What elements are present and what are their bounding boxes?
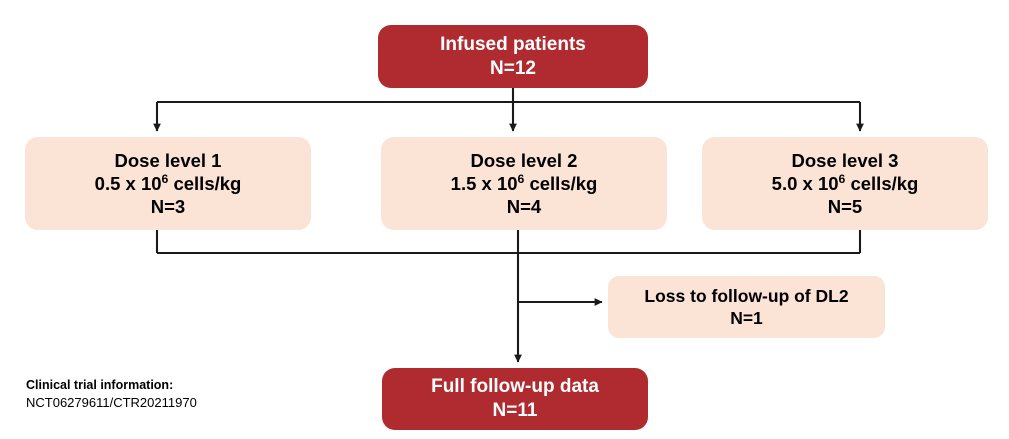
node-dose-level-3[interactable]: Dose level 3 5.0 x 106 cells/kg N=5 bbox=[702, 137, 988, 230]
node-full-follow-up-data-count: N=11 bbox=[492, 400, 538, 421]
node-dose-level-2-dose-suffix: cells/kg bbox=[524, 172, 598, 194]
node-dose-level-2-label: Dose level 2 bbox=[470, 149, 578, 171]
node-dose-level-3-dose-exponent: 6 bbox=[838, 171, 846, 186]
node-dose-level-3-label: Dose level 3 bbox=[791, 149, 899, 171]
node-dose-level-2-count: N=4 bbox=[506, 196, 542, 218]
node-dose-level-2-dose: 1.5 x 106 cells/kg bbox=[451, 172, 598, 195]
clinical-trial-information: Clinical trial information: NCT06279611/… bbox=[26, 377, 286, 411]
node-dose-level-1-dose-prefix: 0.5 x 10 bbox=[94, 172, 162, 194]
clinical-trial-registration-id: NCT06279611/CTR20211970 bbox=[26, 394, 197, 410]
node-dose-level-2-dose-prefix: 1.5 x 10 bbox=[450, 172, 518, 194]
node-infused-patients[interactable]: Infused patients N=12 bbox=[378, 25, 648, 88]
node-dose-level-3-dose: 5.0 x 106 cells/kg bbox=[772, 172, 919, 195]
node-dose-level-1[interactable]: Dose level 1 0.5 x 106 cells/kg N=3 bbox=[25, 137, 311, 230]
node-infused-patients-label: Infused patients bbox=[440, 33, 586, 55]
node-dose-level-2-dose-exponent: 6 bbox=[517, 171, 525, 186]
node-infused-patients-count: N=12 bbox=[490, 57, 536, 79]
node-dose-level-1-dose-exponent: 6 bbox=[161, 171, 169, 186]
node-loss-to-follow-up-count: N=1 bbox=[730, 308, 763, 328]
node-loss-to-follow-up[interactable]: Loss to follow-up of DL2 N=1 bbox=[608, 276, 885, 338]
node-dose-level-1-dose: 0.5 x 106 cells/kg bbox=[95, 172, 242, 195]
node-dose-level-2[interactable]: Dose level 2 1.5 x 106 cells/kg N=4 bbox=[381, 137, 667, 230]
node-dose-level-1-dose-suffix: cells/kg bbox=[168, 172, 242, 194]
node-dose-level-1-label: Dose level 1 bbox=[114, 149, 222, 171]
node-dose-level-3-count: N=5 bbox=[827, 196, 863, 218]
node-dose-level-3-dose-suffix: cells/kg bbox=[845, 172, 919, 194]
node-full-follow-up-data-label: Full follow-up data bbox=[431, 376, 599, 398]
node-dose-level-3-dose-prefix: 5.0 x 10 bbox=[771, 172, 839, 194]
node-loss-to-follow-up-label: Loss to follow-up of DL2 bbox=[644, 285, 849, 306]
node-dose-level-1-count: N=3 bbox=[150, 196, 186, 218]
clinical-trial-information-title: Clinical trial information: bbox=[26, 378, 174, 392]
node-full-follow-up-data[interactable]: Full follow-up data N=11 bbox=[382, 368, 648, 430]
